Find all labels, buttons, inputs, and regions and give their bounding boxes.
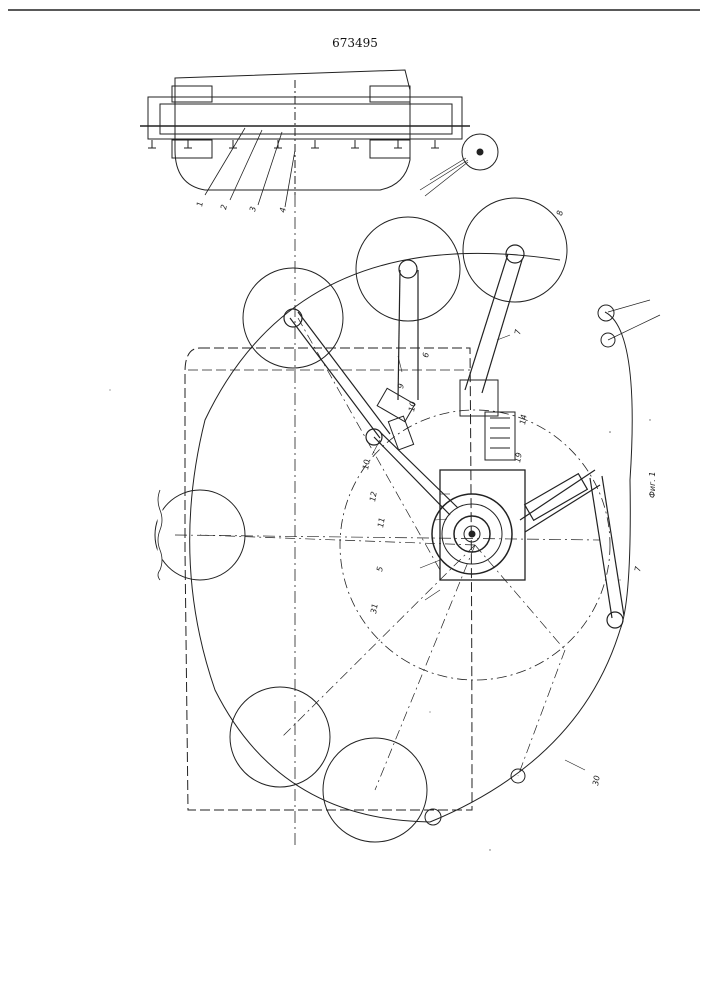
- plan-view-frame: [148, 97, 462, 139]
- plan-view-block-left-bottom: [172, 140, 212, 158]
- plan-view-outline: [175, 70, 410, 190]
- label-12: 12: [368, 491, 379, 503]
- label-8: 8: [555, 210, 565, 217]
- label-31: 31: [369, 603, 380, 615]
- label-6: 6: [421, 352, 431, 359]
- actuator-9: [377, 388, 415, 449]
- label-4: 4: [278, 207, 288, 214]
- label-30: 30: [591, 775, 602, 787]
- main-view: [155, 195, 660, 845]
- label-7-right: 7: [633, 565, 643, 572]
- plan-view-nozzles: [148, 140, 439, 148]
- label-10-left: 10: [361, 459, 372, 471]
- plan-view-block-right-bottom: [370, 140, 410, 158]
- label-3: 3: [248, 206, 258, 213]
- wheel-top-right: [463, 198, 567, 302]
- plan-view-leaders: [205, 128, 295, 207]
- plan-view-inner-frame: [160, 104, 452, 134]
- plan-view-block-left-top: [172, 86, 212, 102]
- plan-view-block-right-top: [370, 86, 410, 102]
- label-1: 1: [195, 201, 205, 208]
- radial-dashed-lines: [200, 318, 565, 790]
- label-19: 19: [513, 452, 524, 464]
- figure-caption: Фиг. 1: [648, 472, 657, 498]
- label-2: 2: [219, 204, 229, 211]
- arm-7-right: [520, 470, 624, 628]
- wheel-top: [356, 217, 460, 321]
- label-14: 14: [518, 414, 529, 426]
- turret-base: [440, 470, 525, 580]
- actuator-14: [460, 380, 515, 460]
- callout-labels: 1 2 3 4 8 6 7 9 10 10 14 19 12 11 5 31 7…: [195, 201, 643, 787]
- callout-leaders: [372, 335, 585, 770]
- scan-specks: [109, 389, 650, 850]
- patent-number: 673495: [332, 36, 378, 50]
- label-9: 9: [396, 383, 406, 390]
- plan-view-spray-lines: [420, 158, 468, 196]
- label-10-right: 10: [407, 401, 418, 413]
- wheel-upper-left: [243, 268, 343, 368]
- arm-6: [398, 260, 418, 400]
- label-5: 5: [375, 566, 385, 573]
- machine-housing: [185, 348, 472, 810]
- arm-7-upper: [465, 245, 524, 393]
- plan-view: [140, 70, 498, 207]
- label-7-upper: 7: [513, 328, 523, 335]
- label-11: 11: [376, 517, 387, 529]
